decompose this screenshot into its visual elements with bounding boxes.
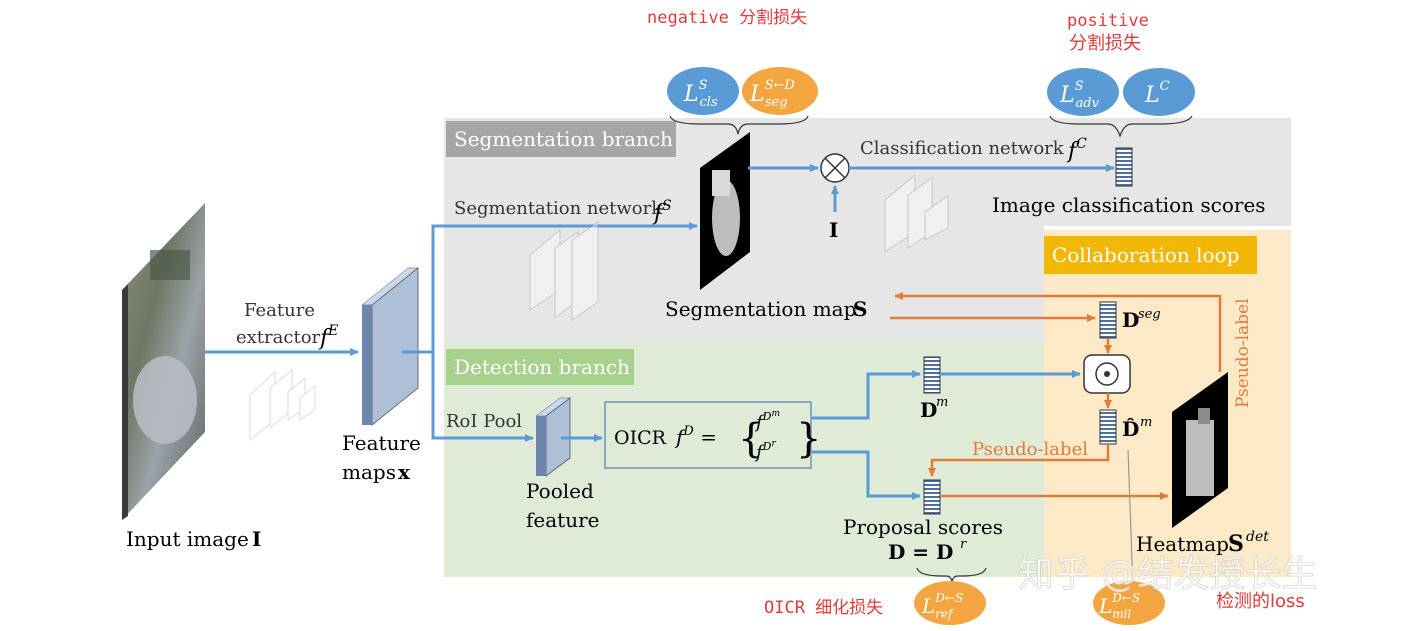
dm-vector — [923, 356, 941, 394]
car-shape — [133, 356, 197, 444]
dm-symbol: D — [920, 398, 937, 422]
detection-branch-title-box — [446, 349, 634, 385]
input-image-symbol: I — [252, 527, 261, 551]
segmentation-branch-title-box — [446, 121, 676, 157]
arrow-to-roi-pool — [431, 352, 534, 442]
classification-scores-vector — [1115, 147, 1133, 187]
feature-extractor-label-2: extractor — [236, 327, 321, 348]
svg-text:r: r — [960, 537, 967, 552]
segmentation-network-icon — [529, 221, 599, 321]
segmentation-network-label: Segmentation network — [454, 198, 663, 219]
pseudo-label-vertical: Pseudo-label — [1233, 298, 1253, 408]
oicr-label: OICR — [614, 427, 667, 449]
feature-maps — [361, 267, 419, 426]
loss-c-badge: LC — [1123, 68, 1195, 116]
positive-seg-loss-note-cn: 分割损失 — [1069, 33, 1141, 54]
loss-brace-negative — [669, 115, 809, 135]
fE-symbol: fE — [318, 323, 338, 351]
proposal-scores-label: Proposal scores — [843, 515, 1003, 539]
heatmap — [1172, 372, 1228, 528]
feature-extractor-label-1: Feature — [244, 300, 315, 321]
svg-text:m: m — [1140, 415, 1152, 430]
d-equals-dr: D = D — [888, 540, 953, 564]
arrow-pseudo-label-to-proposal — [928, 444, 1110, 477]
segmentation-map-symbol: S — [853, 297, 867, 321]
pooled-feature — [535, 397, 571, 477]
segmentation-map — [700, 132, 750, 290]
oicr-refine-loss-note: OICR 细化损失 — [764, 598, 883, 618]
mil-loss-pointer — [1127, 449, 1134, 589]
arrow-to-segmentation — [402, 222, 698, 354]
dhat-m-symbol: D̂ — [1122, 417, 1139, 441]
feature-maps-label-1: Feature — [342, 431, 421, 455]
loss-brace-positive — [1049, 115, 1193, 138]
image-symbol: I — [829, 218, 838, 242]
input-image-label: Input image — [126, 527, 249, 551]
feature-maps-symbol: x — [398, 460, 411, 484]
svg-text:seg: seg — [1138, 307, 1161, 322]
collaboration-loop-title: Collaboration loop — [1052, 243, 1239, 267]
feature-extractor-network-icon — [249, 368, 316, 442]
image-classification-scores-label: Image classification scores — [992, 193, 1266, 217]
negative-seg-loss-note: negative 分割损失 — [647, 8, 807, 28]
segmentation-map-label: Segmentation map — [665, 297, 856, 321]
dseg-vector — [1099, 301, 1117, 339]
dhat-m-vector — [1099, 409, 1117, 445]
segmentation-branch-title: Segmentation branch — [454, 127, 673, 151]
oicr-formula: fD = — [674, 424, 717, 449]
heatmap-label: Heatmap — [1136, 532, 1229, 556]
roi-pool-label: RoI Pool — [446, 411, 522, 432]
arrow-heatmap-to-segmap — [894, 292, 1222, 372]
arrow-oicr-to-dm — [812, 370, 921, 420]
collaboration-loop-panel — [1044, 230, 1291, 577]
watermark: 知乎 @结发授长生 — [1018, 554, 1317, 595]
proposal-scores-vector — [923, 479, 941, 515]
pooled-feature-label-2: feature — [526, 508, 599, 532]
oicr-box — [604, 401, 812, 469]
svg-text:S: S — [1228, 531, 1244, 557]
svg-text:m: m — [936, 395, 948, 410]
feature-maps-label-2: maps — [342, 460, 396, 484]
oicr-brace: { — [738, 416, 763, 462]
detection-branch-title: Detection branch — [454, 355, 630, 379]
detection-loss-note: 检测的loss — [1216, 591, 1305, 612]
input-image — [122, 203, 205, 520]
arrow-oicr-to-proposal — [812, 450, 921, 500]
collaboration-loop-title-box — [1044, 236, 1257, 274]
pseudo-label-horizontal: Pseudo-label — [972, 439, 1088, 460]
positive-seg-loss-note-en: positive — [1067, 11, 1149, 31]
dseg-symbol: D — [1122, 308, 1139, 332]
pooled-feature-label-1: Pooled — [526, 479, 594, 503]
classification-network-icon — [884, 173, 949, 253]
svg-text:det: det — [1246, 529, 1269, 545]
svg-text:}: } — [796, 416, 821, 462]
classification-network-label: Classification network — [860, 138, 1065, 159]
